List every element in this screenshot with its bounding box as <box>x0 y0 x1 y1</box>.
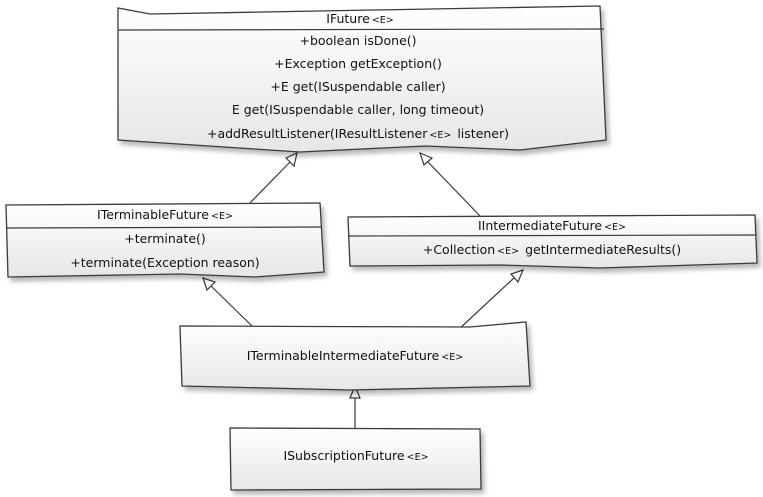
edge-iintermediate-to-ifuture <box>426 160 482 218</box>
edge-iterminableintermediate-to-iterminable <box>209 284 253 327</box>
class-isubscriptionfuture[interactable]: ISubscriptionFuture<E> <box>229 427 482 491</box>
generalization-arrowhead <box>349 384 361 399</box>
class-iintermediatefuture[interactable]: IIntermediateFuture<E> +Collection<E>get… <box>347 214 758 269</box>
class-title-iterminablefuture: ITerminableFuture<E> <box>97 207 233 222</box>
method-get-timeout: E get(ISuspendable caller, long timeout) <box>232 102 484 117</box>
class-iterminablefuture[interactable]: ITerminableFuture<E> +terminate() +termi… <box>5 202 325 278</box>
class-title-ifuture: IFuture<E> <box>326 11 393 26</box>
method-getexception: +Exception getException() <box>274 56 442 71</box>
method-terminate-reason: +terminate(Exception reason) <box>70 255 259 270</box>
generalization-arrowhead <box>284 151 298 168</box>
class-iterminableintermediatefuture[interactable]: ITerminableIntermediateFuture<E> <box>179 321 531 391</box>
method-getintermediateresults: +Collection<E>getIntermediateResults() <box>423 242 681 257</box>
class-ifuture[interactable]: IFuture<E> +boolean isDone() +Exception … <box>117 5 607 153</box>
relations <box>202 151 525 428</box>
method-isdone: +boolean isDone() <box>299 33 416 48</box>
method-terminate: +terminate() <box>124 231 206 246</box>
method-addresultlistener: +addResultListener(IResultListener<E>lis… <box>207 126 509 141</box>
class-title-isubscriptionfuture: ISubscriptionFuture<E> <box>283 448 428 463</box>
edge-iterminable-to-ifuture <box>247 159 293 206</box>
generalization-arrowhead <box>202 277 217 292</box>
method-get: +E get(ISuspendable caller) <box>270 79 445 94</box>
class-title-iintermediatefuture: IIntermediateFuture<E> <box>478 218 626 233</box>
generalization-arrowhead <box>419 151 434 167</box>
generalization-arrowhead <box>509 269 525 284</box>
class-title-iterminableintermediatefuture: ITerminableIntermediateFuture<E> <box>247 348 464 363</box>
edge-iterminableintermediate-to-iintermediate <box>457 276 516 331</box>
